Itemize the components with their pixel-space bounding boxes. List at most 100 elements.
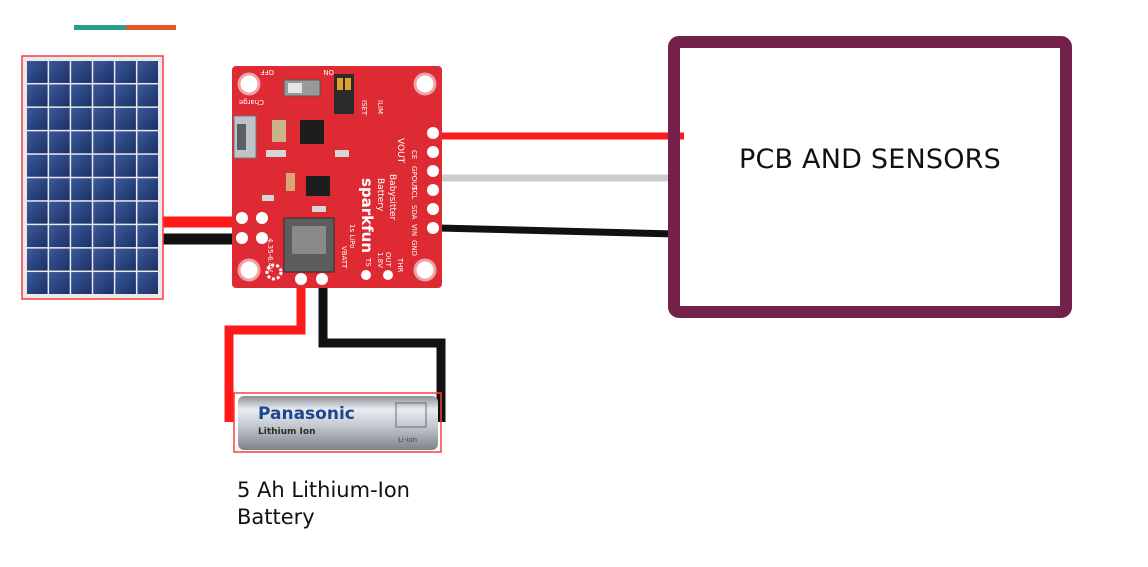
solar-cell (49, 108, 70, 130)
label-gnd: GND (410, 240, 418, 256)
battery-connector-socket (292, 226, 326, 254)
solar-cell (27, 202, 48, 224)
solar-cell (137, 61, 158, 83)
label-vin: VIN (410, 224, 418, 236)
solar-cell (93, 178, 114, 200)
smd-part (262, 195, 274, 201)
solar-cell (137, 225, 158, 247)
mounting-hole (239, 74, 259, 94)
solar-cell (137, 178, 158, 200)
board-brand: sparkfun (358, 178, 376, 253)
solar-cell (115, 61, 136, 83)
solar-cell (115, 225, 136, 247)
solar-cell (49, 272, 70, 294)
dip-switch-toggle (337, 78, 343, 90)
pad (383, 270, 393, 280)
solar-cell (49, 155, 70, 177)
pad (427, 165, 439, 177)
label-scl: SCL (410, 186, 418, 199)
solar-cell (93, 225, 114, 247)
solar-cell (71, 61, 92, 83)
pad (427, 222, 439, 234)
label-off: OFF (260, 68, 274, 76)
pad (361, 270, 371, 280)
solar-cell (27, 272, 48, 294)
solar-cell (137, 84, 158, 106)
pad (427, 203, 439, 215)
solar-cell (115, 202, 136, 224)
solar-cell (137, 202, 158, 224)
solar-cell (93, 131, 114, 153)
solar-cell (49, 249, 70, 271)
solar-cell (93, 108, 114, 130)
solar-cell (115, 249, 136, 271)
solar-cell (71, 108, 92, 130)
solar-cell (71, 202, 92, 224)
solar-cell (27, 155, 48, 177)
solar-cell (71, 84, 92, 106)
solar-cell (71, 155, 92, 177)
battery-caption-line1: 5 Ah Lithium-Ion (237, 477, 497, 504)
mounting-hole (415, 74, 435, 94)
solar-cell (49, 225, 70, 247)
accent-bar-teal (74, 25, 126, 30)
solar-cell (115, 108, 136, 130)
pad (427, 127, 439, 139)
battery-cell: Panasonic Lithium Ion Li-ion (234, 393, 441, 452)
sensor-box-label: PCB AND SENSORS (672, 40, 1068, 280)
solar-cell (27, 108, 48, 130)
pad (236, 212, 248, 224)
accent-bar-orange (126, 25, 176, 30)
label-thr: THR (396, 257, 404, 273)
solar-cell (137, 249, 158, 271)
battery-badge: Li-ion (398, 436, 417, 444)
label-vbatt: VBATT (340, 246, 348, 269)
solar-cell (27, 61, 48, 83)
solar-cell (27, 131, 48, 153)
solar-cell (115, 272, 136, 294)
solar-cell (49, 131, 70, 153)
wire-vout-ground (438, 228, 676, 234)
solar-cell (115, 178, 136, 200)
solar-cell (115, 131, 136, 153)
usb-port (237, 124, 246, 150)
pad (295, 273, 307, 285)
solar-cell (93, 249, 114, 271)
label-on: ON (323, 68, 334, 76)
board-model-line1: Battery (375, 178, 385, 212)
label-range: 4.35-6.4V (266, 238, 274, 272)
capacitor (286, 173, 295, 191)
solar-cell (27, 249, 48, 271)
solar-cell (27, 84, 48, 106)
board-model-line2: Babysitter (387, 174, 397, 221)
solar-cell (137, 155, 158, 177)
label-ts: TS (364, 257, 372, 267)
solar-cell (137, 131, 158, 153)
fuel-gauge-ic (306, 176, 330, 196)
solar-cell (71, 225, 92, 247)
solar-cell (71, 131, 92, 153)
solar-cell (93, 84, 114, 106)
label-lipo: 1s LiPo (348, 224, 356, 248)
label-vout: VOUT (395, 138, 405, 164)
pad (427, 184, 439, 196)
solar-cell (93, 202, 114, 224)
label-sda: SDA (410, 205, 418, 220)
battery-brand: Panasonic (258, 404, 355, 424)
solar-cell (49, 202, 70, 224)
solar-cell (137, 108, 158, 130)
pad (236, 232, 248, 244)
battery-caption-line2: Battery (237, 504, 497, 531)
mounting-hole (239, 260, 259, 280)
pad (427, 146, 439, 158)
solar-cell (71, 249, 92, 271)
pad (256, 212, 268, 224)
label-18v: 1.8V (376, 252, 384, 268)
solar-cell (137, 272, 158, 294)
inductor (272, 120, 286, 142)
label-ilim: ILIM (376, 100, 384, 114)
solar-cell (27, 225, 48, 247)
solar-cell (27, 178, 48, 200)
accent-bar (74, 25, 176, 30)
